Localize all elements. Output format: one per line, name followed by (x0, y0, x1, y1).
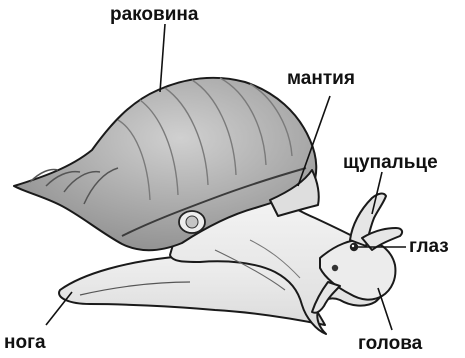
label-head: голова (358, 333, 423, 354)
label-foot: нога (4, 332, 46, 353)
label-tentacle: щупальце (343, 152, 438, 173)
breathing-pore (179, 211, 205, 233)
leader-shell (160, 24, 165, 92)
snail-mouth (332, 265, 338, 271)
leader-foot (46, 292, 72, 325)
snail-eye (350, 243, 358, 251)
label-eye: глаз (409, 236, 449, 257)
label-shell-group: раковина (110, 4, 199, 92)
label-mantle: мантия (287, 68, 355, 89)
label-foot-group: нога (4, 292, 72, 353)
label-tentacle-group: щупальце (343, 152, 438, 214)
label-shell: раковина (110, 4, 199, 25)
